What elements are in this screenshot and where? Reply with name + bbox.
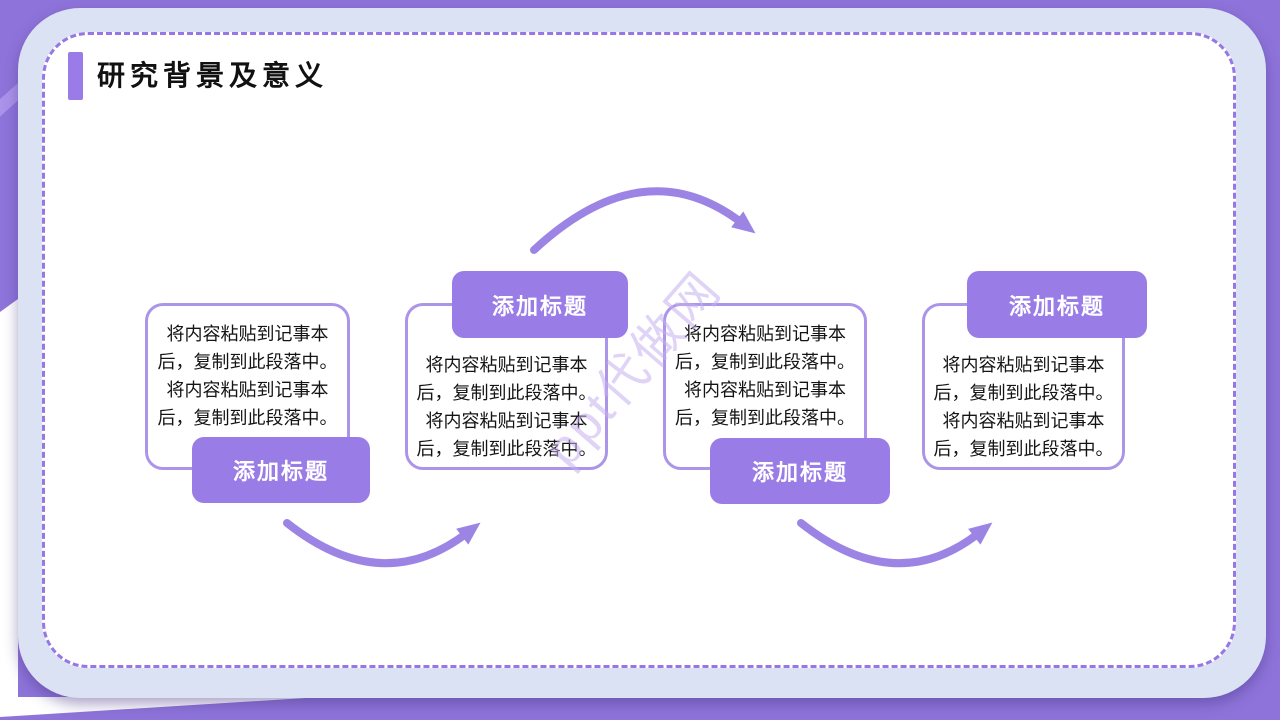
- text-line: 将内容粘贴到记事本: [166, 324, 329, 344]
- add-title-badge-4: 添加标题: [967, 271, 1147, 338]
- content-text-1: 将内容粘贴到记事本 后，复制到此段落中。 将内容粘贴到记事本 后，复制到此段落中…: [147, 320, 348, 432]
- content-text-4: 将内容粘贴到记事本 后，复制到此段落中。 将内容粘贴到记事本 后，复制到此段落中…: [924, 351, 1123, 463]
- page-title: 研究背景及意义: [97, 60, 329, 91]
- text-line: 后，复制到此段落中。: [933, 439, 1114, 459]
- text-line: 将内容粘贴到记事本: [166, 380, 329, 400]
- text-line: 将内容粘贴到记事本: [425, 411, 588, 431]
- badge-label: 添加标题: [1008, 293, 1105, 319]
- text-line: 后，复制到此段落中。: [933, 383, 1114, 403]
- text-line: 将内容粘贴到记事本: [942, 411, 1105, 431]
- text-line: 后，复制到此段落中。: [157, 352, 338, 372]
- text-line: 后，复制到此段落中。: [416, 439, 597, 459]
- badge-label: 添加标题: [491, 293, 588, 319]
- text-line: 后，复制到此段落中。: [416, 383, 597, 403]
- text-line: 将内容粘贴到记事本: [425, 355, 588, 375]
- text-line: 后，复制到此段落中。: [675, 352, 855, 372]
- badge-label: 添加标题: [232, 459, 329, 484]
- content-text-3: 将内容粘贴到记事本 后，复制到此段落中。 将内容粘贴到记事本 后，复制到此段落中…: [665, 320, 865, 432]
- badge-label: 添加标题: [751, 460, 848, 485]
- add-title-badge-1: 添加标题: [192, 437, 370, 503]
- slide-title-block: 研究背景及意义: [68, 52, 328, 100]
- text-line: 将内容粘贴到记事本: [942, 355, 1105, 375]
- content-text-2: 将内容粘贴到记事本 后，复制到此段落中。 将内容粘贴到记事本 后，复制到此段落中…: [407, 351, 606, 463]
- add-title-badge-3: 添加标题: [710, 438, 890, 504]
- title-accent-bar: [68, 52, 83, 100]
- text-line: 将内容粘贴到记事本: [684, 324, 846, 344]
- text-line: 将内容粘贴到记事本: [684, 380, 846, 400]
- text-line: 后，复制到此段落中。: [675, 408, 855, 428]
- add-title-badge-2: 添加标题: [452, 271, 628, 338]
- text-line: 后，复制到此段落中。: [157, 408, 338, 428]
